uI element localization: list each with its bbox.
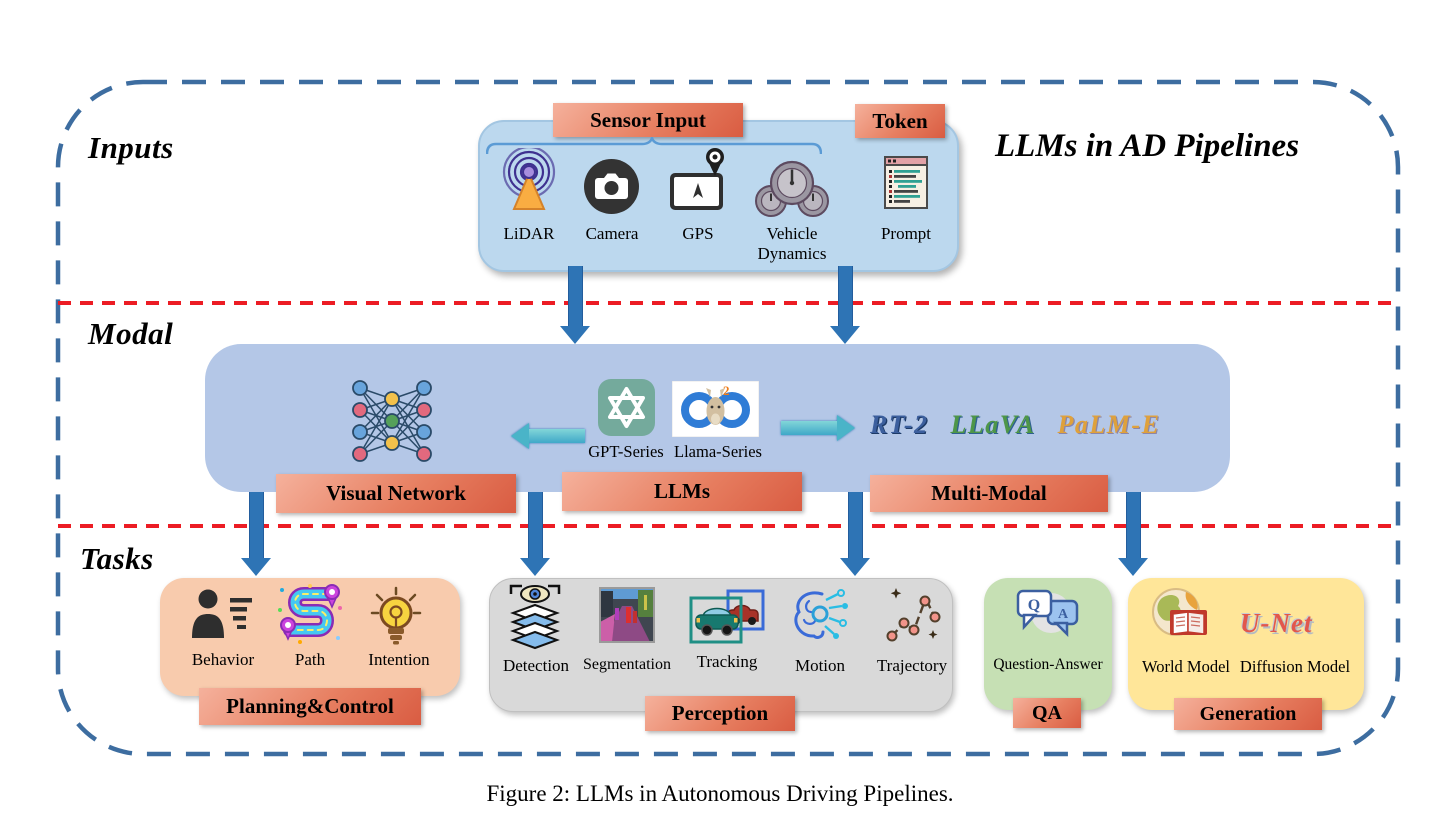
section-label-modal: Modal: [88, 316, 174, 351]
svg-text:2: 2: [723, 383, 730, 398]
gpt-icon: [598, 379, 655, 436]
arrow-llms-to-visual-network: [511, 423, 585, 449]
visual-network-tag: Visual Network: [276, 474, 516, 513]
sensor-input-tag: Sensor Input: [553, 103, 743, 137]
token-tag: Token: [855, 104, 945, 138]
arrow-modal-to-perception: [520, 492, 550, 576]
section-label-tasks: Tasks: [80, 541, 154, 576]
generation-tag: Generation: [1174, 698, 1322, 730]
sensor-bracket: [486, 137, 822, 155]
behavior-icon: [192, 589, 252, 638]
arrow-llms-to-multimodal: [781, 415, 855, 441]
motion-icon: [794, 589, 848, 639]
prompt-icon: [884, 156, 928, 209]
neural-network-icon: [352, 380, 432, 462]
path-icon: [278, 584, 342, 644]
unet-text: U-Net: [1240, 608, 1313, 638]
arrow-inputs-to-modal-right: [830, 266, 860, 344]
section-label-inputs: Inputs: [88, 130, 174, 165]
detection-icon: [509, 584, 561, 650]
camera-icon: [584, 159, 639, 214]
lidar-icon: [502, 148, 556, 210]
red-divider-inputs-modal: [58, 301, 1398, 305]
perception-tag: Perception: [645, 696, 795, 731]
qa-tag: QA: [1013, 698, 1081, 728]
qa-icon-a: A: [1058, 607, 1069, 622]
prompt-label: Prompt: [880, 224, 932, 243]
red-divider-modal-tasks: [58, 524, 1398, 528]
intention-label: Intention: [368, 650, 430, 669]
model-palme: PaLM-E: [1057, 410, 1161, 439]
motion-label: Motion: [794, 656, 846, 675]
arrow-modal-to-planning: [241, 492, 271, 576]
page-title: LLMs in AD Pipelines: [995, 128, 1300, 164]
question-answer-label: Question-Answer: [993, 656, 1103, 673]
diffusion-model-label: Diffusion Model: [1239, 657, 1351, 676]
qa-icon-q: Q: [1028, 597, 1040, 614]
arrow-modal-to-qa: [840, 492, 870, 576]
gpt-series-label: GPT-Series: [588, 442, 664, 461]
arrow-inputs-to-modal-left: [560, 266, 590, 344]
path-label: Path: [294, 650, 326, 669]
model-rt2: RT-2: [870, 410, 929, 439]
tracking-icon: [689, 589, 765, 644]
multimodal-model-names: RT-2 LLaVA PaLM-E: [870, 410, 1160, 440]
world-model-label: World Model: [1141, 657, 1231, 676]
trajectory-label: Trajectory: [876, 656, 948, 675]
figure-border: [55, 79, 1401, 757]
tracking-label: Tracking: [696, 652, 758, 671]
vehicle-dynamics-label: Vehicle Dynamics: [757, 224, 827, 263]
behavior-label: Behavior: [191, 650, 255, 669]
gps-label: GPS: [682, 224, 714, 243]
lidar-label: LiDAR: [503, 224, 555, 243]
multi-modal-tag: Multi-Modal: [870, 475, 1108, 512]
question-answer-icon: Q A: [1016, 589, 1079, 638]
segmentation-label: Segmentation: [583, 656, 671, 673]
intention-icon: [370, 586, 422, 645]
planning-control-tag: Planning&Control: [199, 688, 421, 725]
arrow-modal-to-generation: [1118, 492, 1148, 576]
segmentation-icon: [599, 587, 655, 643]
llama-icon: 2: [672, 381, 759, 437]
vehicle-dynamics-icon: [755, 160, 829, 217]
world-model-icon: [1152, 588, 1207, 636]
trajectory-icon: [886, 588, 941, 642]
model-llava: LLaVA: [950, 410, 1036, 439]
detection-label: Detection: [502, 656, 570, 675]
llama-series-label: Llama-Series: [674, 442, 762, 461]
llms-tag: LLMs: [562, 472, 802, 511]
figure-caption: Figure 2: LLMs in Autonomous Driving Pip…: [486, 781, 954, 806]
camera-label: Camera: [585, 224, 639, 243]
gps-icon: [670, 148, 724, 210]
